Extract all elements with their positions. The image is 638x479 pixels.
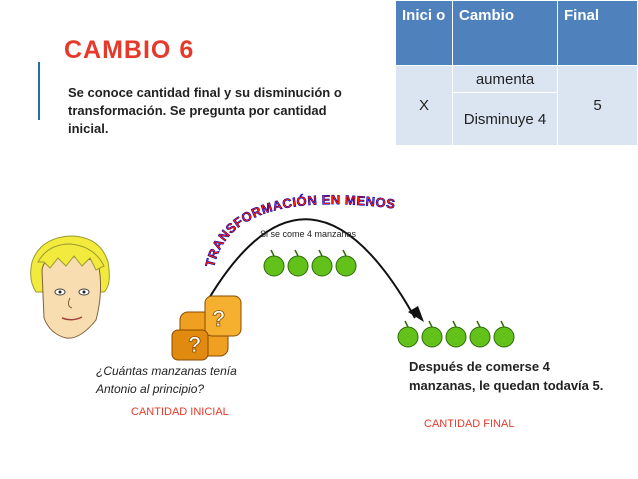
answer-text: Después de comerse 4 manzanas, le quedan… — [409, 359, 604, 393]
svg-text:?: ? — [188, 332, 201, 357]
change-table: Inici o Cambio Final X aumenta 5 Disminu… — [395, 0, 638, 146]
apple-icon — [469, 320, 491, 348]
apple-icon — [263, 249, 285, 277]
label-final-quantity: CANTIDAD FINAL — [424, 418, 515, 430]
apple-icon — [397, 320, 419, 348]
apple-icon — [445, 320, 467, 348]
apple-icon — [287, 249, 309, 277]
arrow-head — [408, 306, 424, 322]
slide-description: Se conoce cantidad final y su disminució… — [68, 85, 342, 136]
accent-line — [38, 62, 40, 120]
apple-icon — [421, 320, 443, 348]
transformation-arc — [207, 218, 416, 319]
label-initial-quantity: CANTIDAD INICIAL — [131, 406, 229, 418]
arc-caption: Si se come 4 manzanas — [260, 229, 357, 239]
boy-face-icon — [30, 235, 110, 339]
apple-icon — [493, 320, 515, 348]
slide-title: CAMBIO 6 — [64, 36, 195, 64]
header-final: Final — [557, 0, 638, 66]
svg-text:?: ? — [212, 306, 225, 331]
header-inicio: Inici o — [395, 0, 453, 66]
question-text: ¿Cuántas manzanas tenía Antonio al princ… — [96, 364, 237, 396]
cell-cambio-disminuye: Disminuye 4 — [452, 92, 558, 146]
apple-icon — [311, 249, 333, 277]
eaten-apples-group — [263, 249, 357, 277]
cell-final: 5 — [557, 65, 638, 146]
header-cambio: Cambio — [452, 0, 558, 66]
remaining-apples-group — [397, 320, 515, 348]
apple-icon — [335, 249, 357, 277]
question-mark-icon: ? ? — [171, 295, 242, 361]
